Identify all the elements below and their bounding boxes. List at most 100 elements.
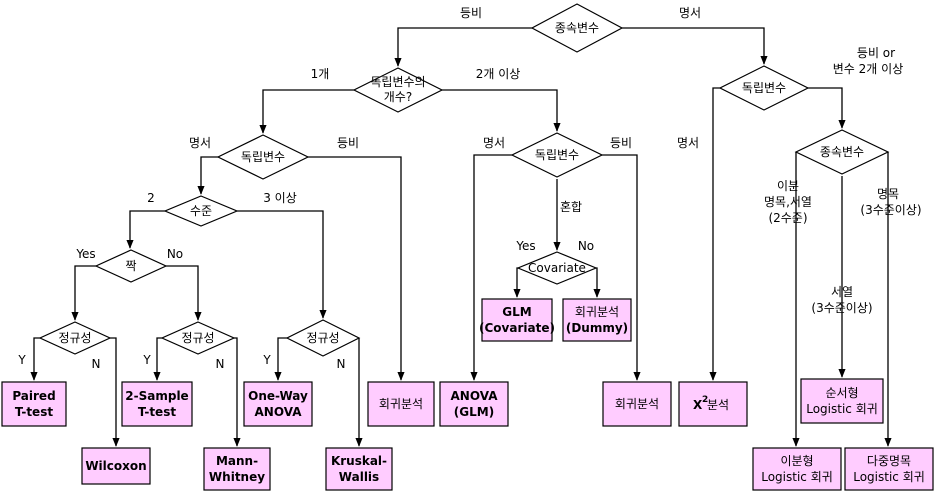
decision-right-dv: 종속변수	[794, 129, 890, 175]
svg-text:정규성: 정규성	[306, 331, 339, 345]
label-count-one: 1개	[311, 67, 330, 81]
decision-mid-iv: 독립변수	[510, 132, 604, 178]
label-mid-left: 명서	[483, 136, 505, 150]
result-wilcoxon: Wilcoxon	[81, 447, 151, 485]
svg-text:ANOVA: ANOVA	[255, 405, 303, 419]
label-level-two: 2	[147, 191, 155, 205]
label-nb-y: Y	[142, 353, 151, 367]
label-pair-yes: Yes	[75, 247, 95, 261]
svg-text:분석: 분석	[707, 398, 729, 412]
edge-right-iv-interval	[808, 87, 846, 129]
label-right-iv-left: 명서	[677, 136, 699, 150]
edge-na-no	[110, 337, 120, 447]
result-paired-t-test: Paired T-test	[1, 381, 67, 427]
decision-level: 수준	[163, 195, 239, 227]
svg-text:개수?: 개수?	[384, 90, 412, 104]
edge-level-two	[126, 210, 165, 249]
label-nominal-2: (3수준이상)	[860, 203, 921, 217]
svg-text:Wallis: Wallis	[339, 470, 379, 484]
svg-text:독립변수: 독립변수	[535, 148, 579, 162]
result-regression-left: 회귀분석	[367, 381, 435, 427]
svg-text:Logistic 회귀: Logistic 회귀	[853, 470, 925, 484]
svg-text:(GLM): (GLM)	[454, 405, 494, 419]
svg-text:정규성: 정규성	[58, 331, 91, 345]
svg-text:순서형: 순서형	[825, 386, 858, 400]
edge-left-iv-interval	[308, 156, 405, 381]
svg-text:종속변수: 종속변수	[820, 145, 864, 159]
label-nc-y: Y	[262, 353, 271, 367]
svg-text:종속변수: 종속변수	[555, 21, 599, 35]
label-binary-1: 이분	[777, 179, 799, 193]
result-glm-covariate: GLM (Covariate)	[479, 298, 555, 342]
label-root-right: 명서	[679, 6, 701, 20]
edges	[30, 27, 892, 447]
label-na-y: Y	[17, 353, 26, 367]
label-nominal-1: 명목	[877, 187, 899, 201]
label-mid-mixed: 혼합	[560, 200, 582, 214]
svg-text:Logistic 회귀: Logistic 회귀	[806, 402, 878, 416]
result-two-sample-t-test: 2-Sample T-test	[121, 381, 193, 427]
edge-mid-nominal	[470, 154, 512, 381]
svg-text:회귀분석: 회귀분석	[615, 397, 659, 411]
svg-text:독립변수: 독립변수	[742, 81, 786, 95]
result-regression-dummy: 회귀분석 (Dummy)	[562, 298, 632, 342]
edge-pair-no	[166, 265, 202, 321]
svg-text:T-test: T-test	[15, 405, 53, 419]
label-level-three: 3 이상	[263, 191, 297, 205]
svg-text:One-Way: One-Way	[248, 389, 308, 403]
label-ordinal-2: (3수준이상)	[811, 301, 872, 315]
edge-count-one	[259, 89, 354, 134]
label-right-iv-right-1: 등비 or	[857, 46, 895, 60]
result-anova-glm: ANOVA (GLM)	[439, 381, 509, 427]
svg-text:Mann-: Mann-	[216, 454, 258, 468]
decision-normality-c: 정규성	[285, 319, 361, 357]
label-pair-no: No	[167, 247, 183, 261]
edge-left-iv-nominal	[197, 156, 218, 195]
svg-text:정규성: 정규성	[181, 331, 214, 345]
svg-text:ANOVA: ANOVA	[451, 389, 499, 403]
svg-text:Wilcoxon: Wilcoxon	[85, 459, 146, 473]
edge-mid-interval	[602, 154, 641, 381]
edge-cov-no	[593, 267, 601, 298]
label-cov-yes: Yes	[515, 239, 535, 253]
result-kruskal-wallis: Kruskal- Wallis	[325, 447, 393, 491]
result-ordinal-logistic: 순서형 Logistic 회귀	[800, 378, 884, 424]
label-binary-3: (2수준)	[768, 211, 807, 225]
result-one-way-anova: One-Way ANOVA	[243, 381, 313, 427]
svg-text:GLM: GLM	[502, 305, 531, 319]
label-ordinal-1: 서열	[831, 285, 853, 299]
svg-text:Covariate: Covariate	[528, 261, 586, 275]
label-cov-no: No	[578, 239, 594, 253]
label-count-two: 2개 이상	[476, 67, 521, 81]
decision-covariate: Covariate	[516, 251, 598, 285]
edge-cov-yes	[513, 267, 521, 298]
svg-text:회귀분석: 회귀분석	[379, 397, 423, 411]
result-multinomial-logistic: 다중명목 Logistic 회귀	[844, 447, 934, 491]
edge-root-left	[394, 27, 532, 67]
svg-text:짝: 짝	[125, 259, 136, 273]
label-root-left: 등비	[460, 6, 482, 20]
svg-text:2: 2	[702, 395, 708, 405]
label-mid-right: 등비	[610, 136, 632, 150]
decision-normality-a: 정규성	[38, 321, 112, 355]
edge-level-three	[237, 210, 327, 319]
edge-nb-yes	[153, 337, 162, 381]
label-binary-2: 명목,서열	[764, 195, 812, 209]
edge-count-two	[442, 89, 561, 132]
decision-left-iv: 독립변수	[216, 134, 310, 180]
svg-text:Logistic 회귀: Logistic 회귀	[761, 470, 833, 484]
svg-text:X: X	[693, 398, 703, 412]
svg-text:2-Sample: 2-Sample	[125, 389, 188, 403]
decision-root: 종속변수	[530, 3, 624, 53]
svg-text:T-test: T-test	[138, 405, 176, 419]
label-nc-n: N	[337, 357, 346, 371]
svg-text:회귀분석: 회귀분석	[575, 305, 619, 319]
svg-text:Whitney: Whitney	[209, 470, 265, 484]
edge-pair-yes	[71, 265, 96, 321]
svg-text:(Covariate): (Covariate)	[479, 321, 555, 335]
edge-labels: 등비 명서 1개 2개 이상 명서 등비 2 3 이상 Yes No Y N Y…	[17, 6, 921, 371]
label-na-n: N	[92, 357, 101, 371]
edge-root-right	[622, 27, 768, 65]
label-nb-n: N	[216, 357, 225, 371]
